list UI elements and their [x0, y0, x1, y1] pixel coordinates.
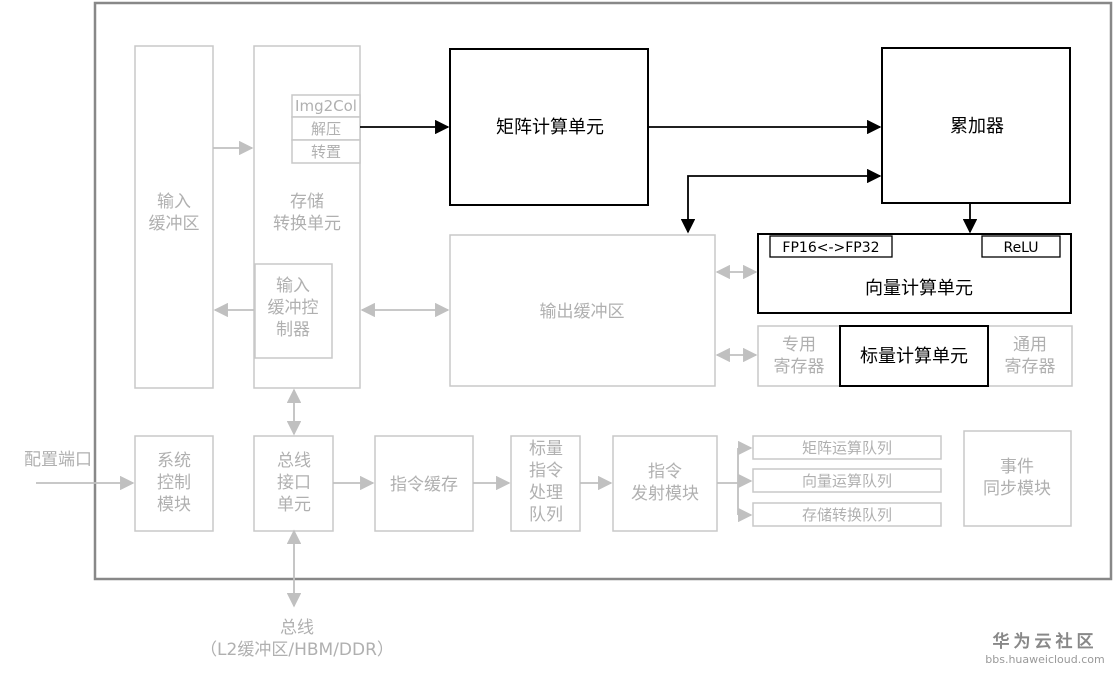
- general-register-block: [987, 325, 1073, 387]
- system-control-block: [134, 435, 214, 532]
- bus-interface-label: 总线接口单元: [277, 451, 311, 515]
- transpose-label: 转置: [311, 143, 341, 161]
- storage-conversion-label: 存储转换单元: [273, 192, 341, 234]
- accumulator-label: 累加器: [950, 116, 1004, 137]
- img2col-label: Img2Col: [295, 97, 357, 115]
- vector-unit-label: 向量计算单元: [865, 278, 973, 299]
- bus-label: 总线: [280, 618, 314, 638]
- scalar-unit-label: 标量计算单元: [860, 346, 968, 367]
- fp-convert-cell: [769, 235, 893, 258]
- relu-cell: [981, 235, 1061, 258]
- scalar-unit-block: [839, 325, 989, 387]
- system-control-label: 系统控制模块: [157, 451, 191, 515]
- storage-queue-label: 存储转换队列: [802, 506, 892, 524]
- input-buffer-control-label: 输入缓冲控制器: [268, 276, 319, 340]
- general-register-label: 通用寄存器: [1005, 335, 1056, 377]
- vector-queue-block: [752, 468, 942, 493]
- matrix-unit-block: [449, 48, 649, 206]
- output-buffer-label: 输出缓冲区: [540, 302, 625, 322]
- input-buffer-block: [134, 45, 214, 389]
- watermark-url: bbs.huaweicloud.com: [985, 653, 1104, 666]
- event-sync-block: [963, 430, 1072, 527]
- instruction-dispatch-label: 指令发射模块: [631, 462, 699, 504]
- input-buffer-label: 输入缓冲区: [149, 192, 200, 234]
- storage-queue-block: [752, 502, 942, 527]
- special-register-label: 专用寄存器: [774, 335, 825, 377]
- special-register-block: [757, 325, 841, 387]
- matrix-queue-label: 矩阵运算队列: [802, 439, 892, 457]
- input-buffer-control-block: [254, 263, 333, 359]
- accumulator-block: [881, 47, 1071, 204]
- instruction-cache-label: 指令缓存: [390, 475, 458, 495]
- instruction-dispatch-block: [612, 435, 718, 532]
- watermark-title: 华为云社区: [993, 631, 1098, 652]
- ai-core-frame: [93, 1, 1113, 581]
- fp-convert-label: FP16<->FP32: [782, 240, 879, 256]
- instruction-cache-block: [374, 435, 474, 532]
- decompress-label: 解压: [311, 120, 341, 138]
- matrix-queue-block: [752, 435, 942, 460]
- matrix-unit-label: 矩阵计算单元: [496, 117, 604, 138]
- transpose-cell: [291, 139, 361, 164]
- arrow-accumulator-output-buffer: [680, 168, 882, 234]
- vector-queue-label: 向量运算队列: [802, 472, 892, 490]
- relu-label: ReLU: [1003, 240, 1038, 256]
- event-sync-label: 事件同步模块: [983, 457, 1051, 499]
- output-buffer-block: [449, 234, 716, 387]
- bus-detail-label: （L2缓冲区/HBM/DDR）: [200, 640, 394, 660]
- scalar-queue-block: [510, 435, 581, 532]
- config-port-label: 配置端口: [24, 450, 92, 470]
- scalar-queue-label: 标量指令处理队列: [529, 439, 563, 525]
